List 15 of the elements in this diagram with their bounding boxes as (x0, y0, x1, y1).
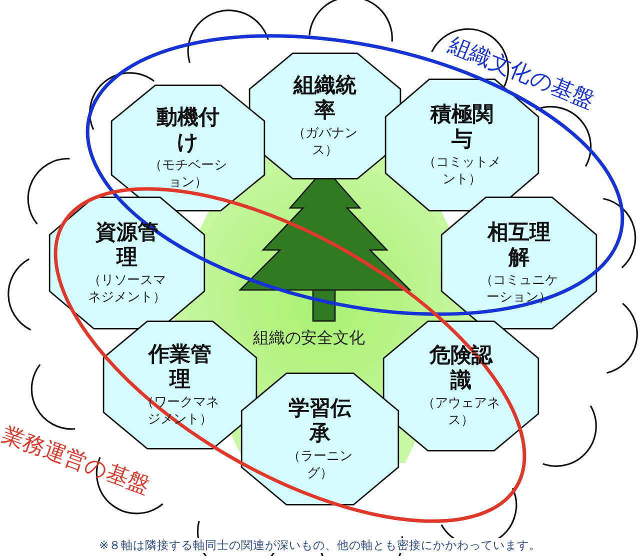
subheading: （コミットメント） (422, 154, 502, 188)
heading: 相互理解 (486, 220, 552, 270)
subheading: （モチベーション） (148, 157, 228, 191)
heading: 組織統率 (292, 73, 358, 123)
group-title: 業務運営の基盤 (0, 422, 153, 502)
subheading: （アウェアネス） (421, 395, 501, 429)
heading: 作業管理 (146, 342, 212, 392)
subheading: （リソースマネジメント） (87, 272, 167, 306)
center-title: 組織の安全文化 (253, 328, 365, 349)
heading: 学習伝承 (288, 396, 352, 446)
subheading: （ラーニング） (286, 448, 354, 482)
heading: 資源管理 (94, 220, 160, 270)
heading: 動機付け (156, 105, 220, 155)
heading: 積極関与 (429, 102, 494, 152)
subheading: （ガバナンス） (292, 125, 358, 159)
